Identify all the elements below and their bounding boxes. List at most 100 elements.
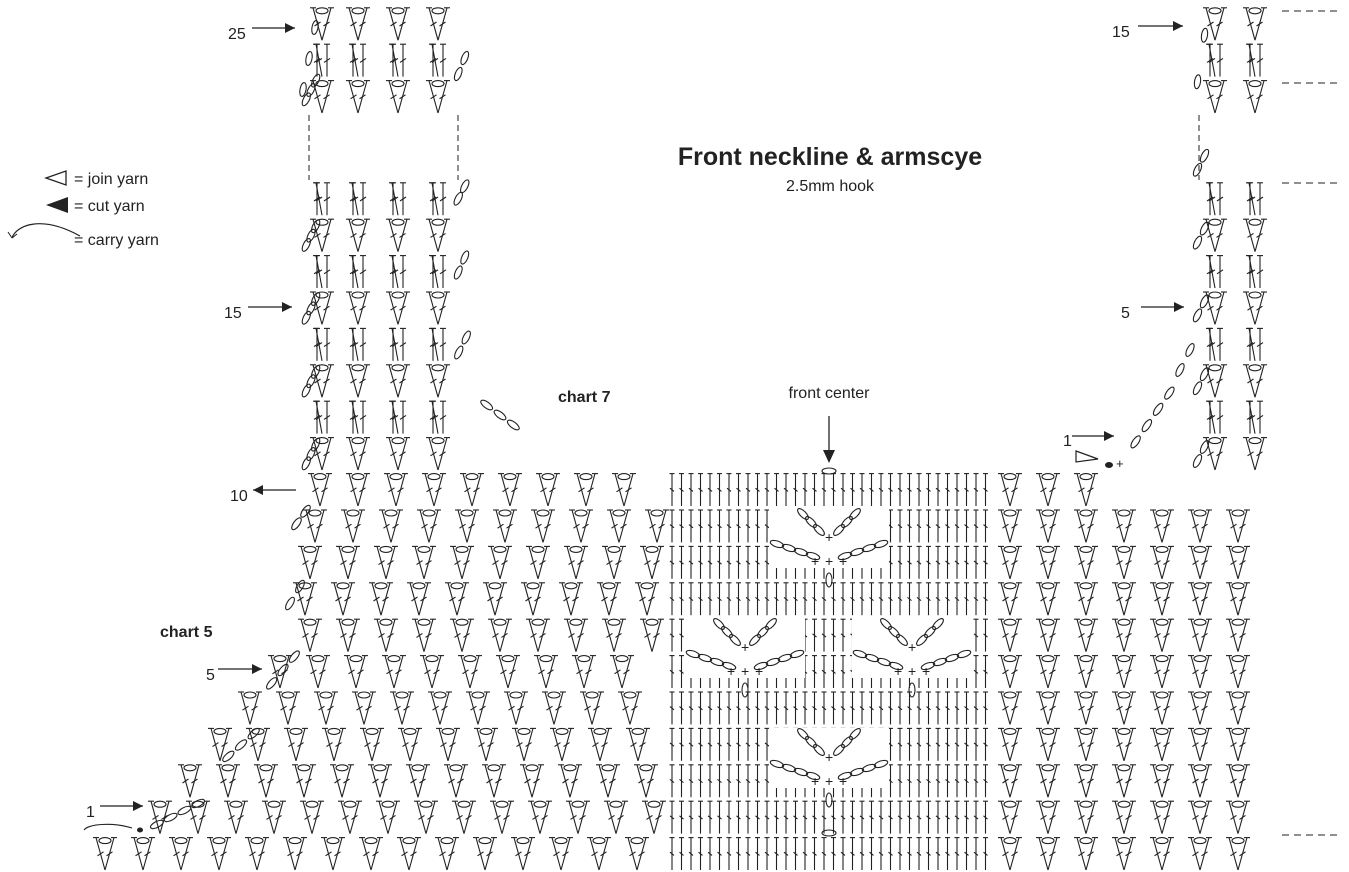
v-stitch-icon (998, 545, 1022, 579)
dc-stitch-icon (998, 545, 1011, 579)
v-stitch-icon (488, 545, 512, 579)
dc-stitch-icon (897, 727, 903, 761)
dc-stitch-icon (300, 800, 313, 834)
dc-stitch-icon (954, 582, 960, 616)
dc-stitch-icon (507, 655, 520, 689)
v-stitch-icon (310, 80, 334, 114)
dc-stitch-icon (397, 291, 410, 325)
chain-icon (1152, 402, 1164, 416)
dc-stitch-icon (679, 764, 684, 798)
dc-stitch-icon (1047, 691, 1060, 725)
v-stitch-icon (306, 655, 330, 689)
dc-stitch-icon (1243, 364, 1256, 398)
dc-stitch-icon (385, 618, 398, 652)
dc-stitch-icon (1009, 800, 1022, 834)
dc-stitch-icon (688, 545, 694, 579)
dc-stitch-icon (401, 691, 414, 725)
chain-icon (295, 579, 305, 594)
dc-stitch-icon (384, 473, 397, 507)
chain-icon (1175, 363, 1185, 377)
v-stitch-icon (322, 727, 346, 761)
v-stitch-icon (426, 7, 450, 41)
dc-stitch-icon (945, 582, 950, 616)
dc-stitch-icon (1226, 618, 1239, 652)
dc-stitch-icon (916, 764, 922, 798)
v-stitch-icon (300, 800, 324, 834)
dc-stitch-icon (1199, 582, 1212, 616)
dc-stitch-icon (1237, 545, 1250, 579)
dc-stitch-icon (389, 43, 399, 77)
chain-icon (793, 767, 809, 777)
dc-stitch-icon (926, 727, 931, 761)
dc-stitch-icon (755, 691, 760, 725)
dc-stitch-icon (314, 691, 327, 725)
dc-stitch-icon (227, 764, 240, 798)
dc-stitch-icon (802, 691, 808, 725)
dc-stitch-icon (945, 727, 950, 761)
dc-stitch-icon (1074, 509, 1087, 543)
dc-stitch-icon (547, 473, 560, 507)
dc-stitch-icon (1112, 509, 1125, 543)
dc-stitch-icon (1009, 545, 1022, 579)
legend-cut-yarn: = cut yarn (74, 198, 145, 215)
v-stitch-icon (1074, 837, 1098, 871)
dc-stitch-icon (736, 582, 741, 616)
dc-stitch-icon (380, 582, 393, 616)
chain-icon (310, 219, 321, 234)
dc-stitch-icon (436, 727, 449, 761)
dc-stitch-icon (1112, 727, 1125, 761)
dc-stitch-icon (964, 582, 969, 616)
dc-stitch-icon (359, 255, 367, 288)
dc-stitch-icon (558, 764, 571, 798)
v-stitch-icon (1036, 691, 1060, 725)
dc-stitch-icon (745, 473, 751, 506)
dc-stitch-icon (456, 582, 469, 616)
dc-stitch-icon (1085, 473, 1098, 507)
dc-stitch-icon (983, 582, 988, 616)
dc-stitch-icon (707, 727, 713, 761)
dc-stitch-icon (426, 291, 439, 325)
dc-stitch-icon (460, 473, 473, 507)
dc-stitch-icon (688, 473, 694, 506)
dc-stitch-icon (283, 837, 296, 871)
dc-stitch-icon (483, 582, 496, 616)
dc-stitch-icon (1112, 582, 1125, 616)
v-stitch-icon (1188, 764, 1212, 798)
chain-icon (301, 92, 312, 107)
dc-stitch-icon (159, 800, 172, 834)
dc-stitch-icon (613, 618, 626, 652)
dc-pair-icon (313, 43, 331, 77)
dc-stitch-icon (935, 727, 941, 761)
dc-stitch-icon (357, 473, 370, 507)
v-stitch-icon (298, 545, 322, 579)
dc-stitch-icon (812, 473, 817, 506)
dc-stitch-icon (1237, 691, 1250, 725)
dc-pair-icon (429, 327, 447, 361)
dc-stitch-icon (466, 691, 479, 725)
dc-stitch-icon (945, 473, 950, 506)
dc-stitch-icon (945, 764, 950, 798)
dc-stitch-icon (399, 327, 407, 361)
skipped-rows-dashes (308, 10, 1340, 836)
dc-stitch-icon (1206, 255, 1216, 289)
v-stitch-icon (504, 691, 528, 725)
dc-stitch-icon (945, 800, 950, 834)
dc-stitch-icon (764, 800, 770, 834)
v-stitch-icon (640, 618, 664, 652)
dc-stitch-icon (390, 509, 403, 543)
dc-stitch-icon (1112, 545, 1125, 579)
dc-stitch-icon (471, 473, 484, 507)
dc-stitch-icon (707, 800, 713, 834)
dc-stitch-icon (542, 691, 555, 725)
dc-stitch-icon (907, 800, 912, 834)
dc-stitch-icon (1123, 509, 1136, 543)
dc-stitch-icon (645, 509, 658, 543)
v-stitch-icon (1188, 727, 1212, 761)
v-stitch-icon (1150, 691, 1174, 725)
dc-stitch-icon (407, 582, 420, 616)
dc-stitch-icon (389, 182, 399, 216)
dc-stitch-icon (764, 837, 770, 870)
chain-icon (749, 634, 761, 646)
dc-pair-icon (1206, 400, 1224, 434)
dc-stitch-icon (602, 618, 615, 652)
